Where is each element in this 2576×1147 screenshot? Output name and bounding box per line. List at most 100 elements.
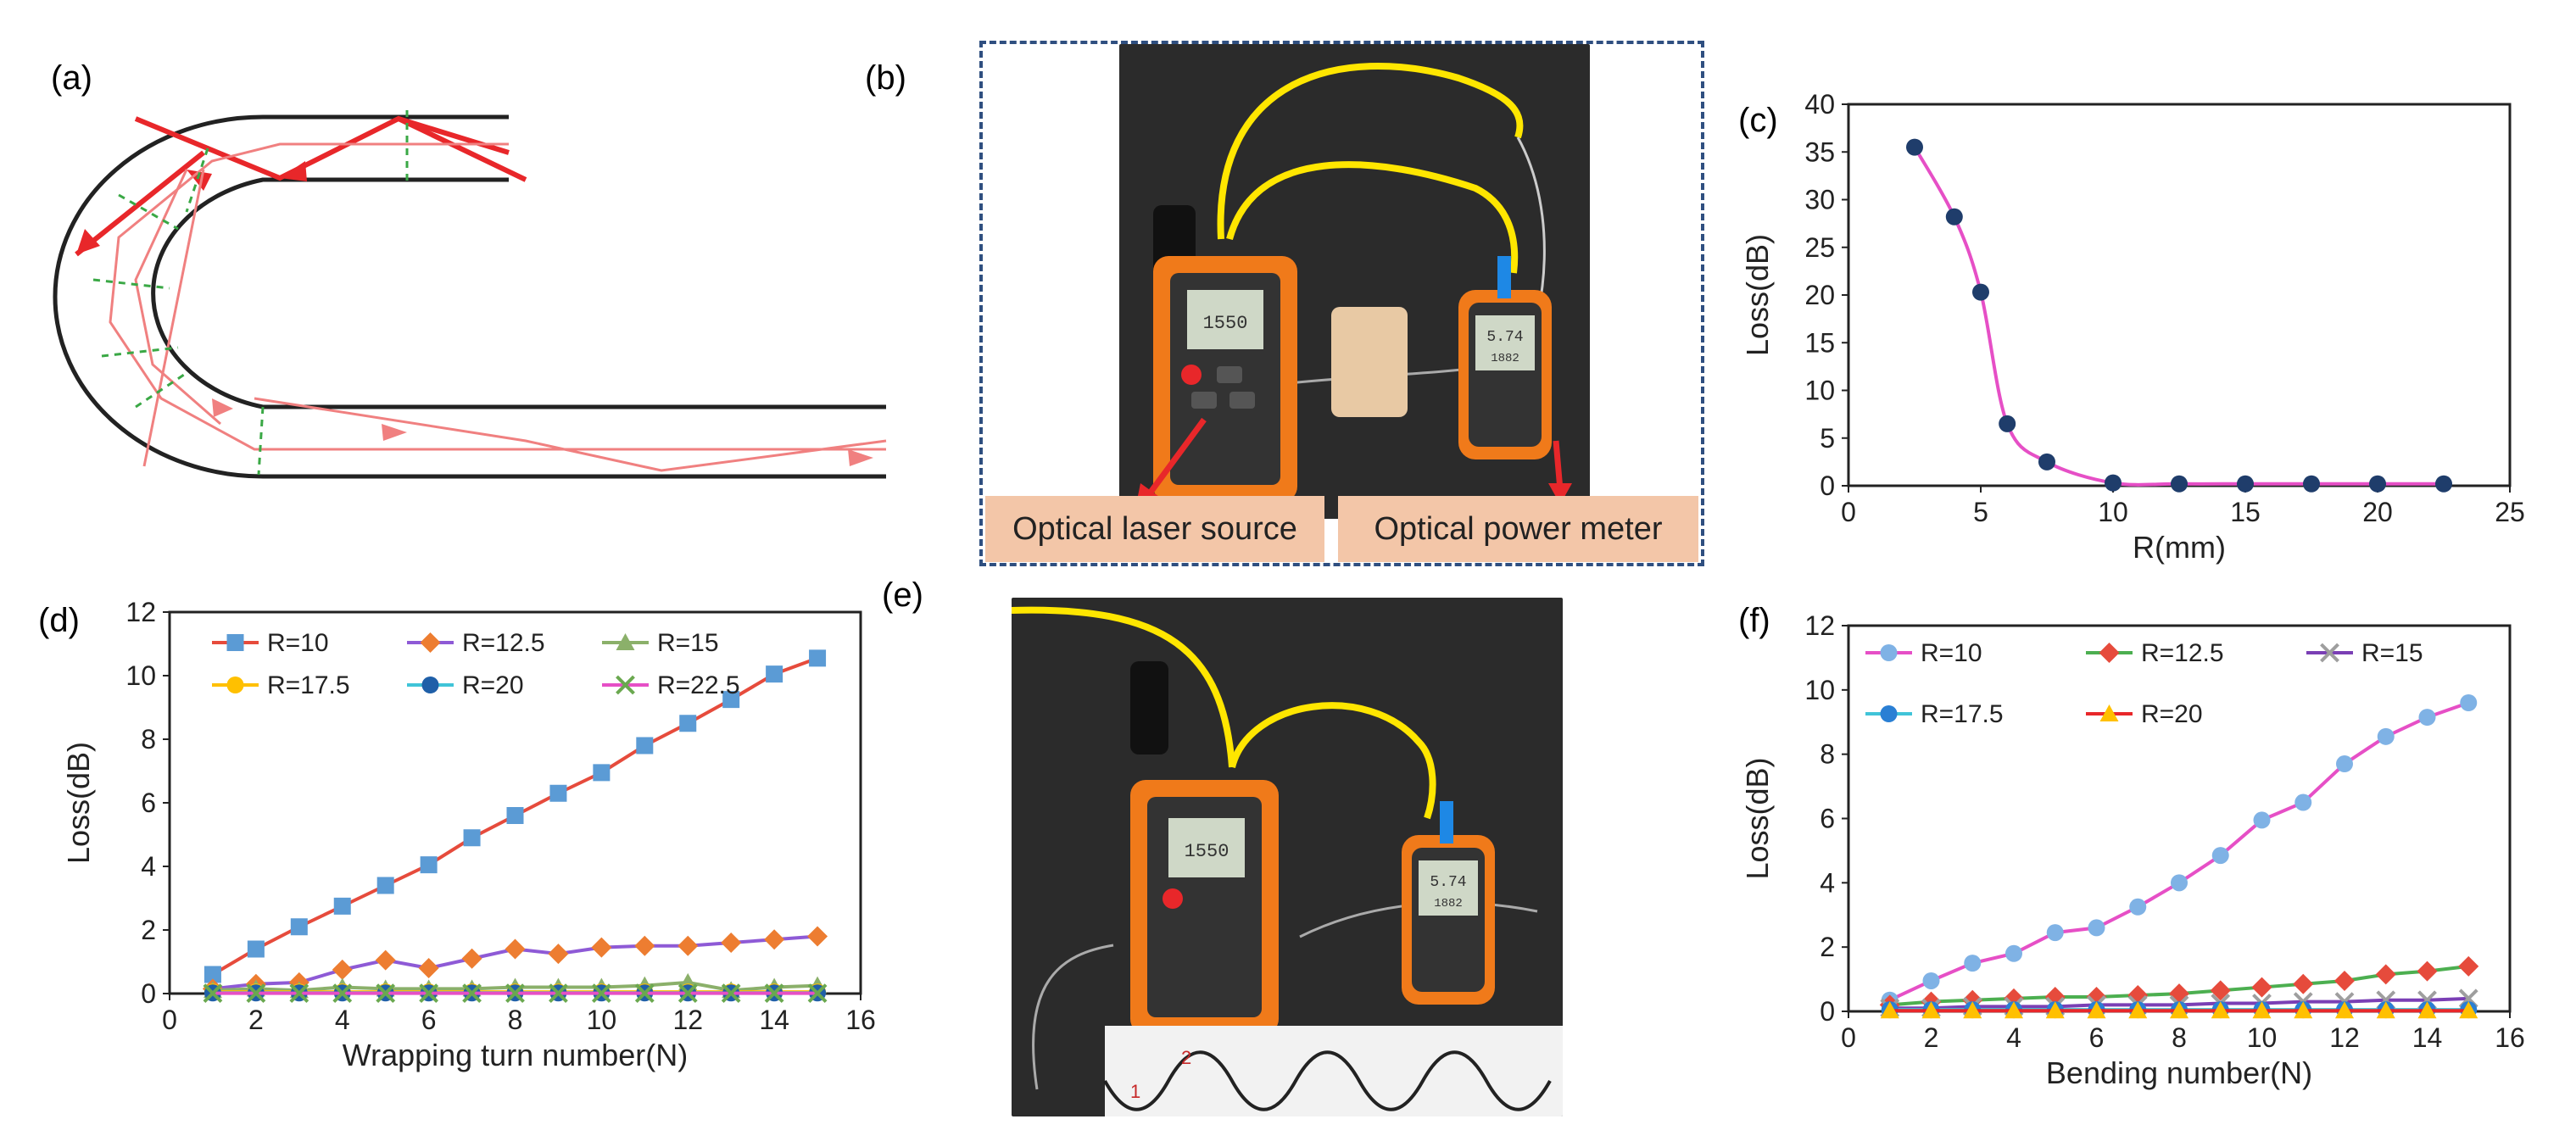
- wavy-fiber: [1103, 1050, 1552, 1111]
- series-R-10: [204, 649, 827, 983]
- x-tick-label: 20: [2362, 497, 2393, 527]
- legend-marker: [226, 677, 244, 693]
- panel-f-label: (f): [1738, 602, 1770, 639]
- x-tick-label: 12: [672, 1005, 703, 1035]
- legend-label: R=15: [2361, 639, 2423, 667]
- y-tick-label: 2: [1820, 932, 1835, 962]
- data-point: [634, 935, 655, 956]
- data-point: [418, 958, 439, 978]
- data-point: [289, 983, 309, 1004]
- laser-btn-red-e: [1163, 888, 1183, 909]
- y-tick-label: 8: [1820, 739, 1835, 770]
- x-tick-label: 14: [2412, 1022, 2443, 1053]
- legend-marker: [1880, 644, 1898, 661]
- data-point: [2294, 793, 2312, 811]
- series-0: [1906, 138, 2452, 493]
- data-point: [2294, 1001, 2313, 1019]
- legend-label: R=10: [267, 629, 329, 657]
- y-tick-label: 6: [1820, 804, 1835, 834]
- y-tick-label: 4: [141, 851, 156, 882]
- data-point: [2211, 847, 2229, 865]
- x-tick-label: 14: [759, 1005, 789, 1035]
- y-tick-label: 15: [1804, 327, 1835, 358]
- data-point: [2038, 453, 2055, 470]
- series-R-22.5: [203, 983, 828, 1004]
- panel-b-frame: [979, 41, 1704, 566]
- laser-btn: [1217, 366, 1242, 383]
- data-point: [2237, 475, 2254, 493]
- data-point: [2046, 924, 2064, 942]
- data-point: [807, 983, 828, 1004]
- data-point: [2105, 474, 2122, 492]
- data-point: [722, 691, 740, 709]
- data-point: [809, 649, 827, 667]
- data-point: [549, 983, 568, 1004]
- data-point: [2004, 1001, 2023, 1019]
- paper-sheet: [1105, 1026, 1563, 1116]
- data-point: [1880, 1001, 1899, 1019]
- legend-label: R=20: [2141, 700, 2203, 728]
- data-point: [2376, 1001, 2395, 1019]
- data-point: [2417, 1001, 2437, 1019]
- laser-screen: [1187, 290, 1263, 349]
- x-tick-label: 15: [2230, 497, 2261, 527]
- x-tick-label: 10: [2247, 1022, 2278, 1053]
- bend-mark-2: 2: [1181, 1047, 1191, 1068]
- y-tick-label: 30: [1804, 185, 1835, 215]
- legend-marker: [226, 634, 244, 651]
- data-point: [463, 829, 481, 847]
- fiber-yellow-2: [1226, 161, 1519, 274]
- y-tick-label: 2: [141, 915, 156, 945]
- legend-marker: [1880, 705, 1898, 722]
- data-point: [1964, 955, 1982, 972]
- data-point: [2435, 475, 2452, 493]
- data-point: [420, 856, 438, 874]
- data-point: [2045, 1001, 2065, 1019]
- x-tick-label: 6: [2089, 1022, 2105, 1053]
- meter-screen-top-e: 5.74: [1430, 874, 1466, 891]
- data-point: [1906, 138, 1923, 156]
- data-point: [2251, 977, 2272, 998]
- data-point: [721, 983, 741, 1004]
- y-tick-label: 10: [1804, 675, 1835, 705]
- panel-a-label: (a): [51, 59, 92, 97]
- y-tick-label: 25: [1804, 232, 1835, 263]
- x-tick-label: 4: [335, 1005, 350, 1035]
- y-tick-label: 20: [1804, 280, 1835, 310]
- power-meter-callout: Optical power meter: [1338, 496, 1698, 562]
- data-point: [376, 877, 394, 894]
- data-point: [634, 983, 655, 1004]
- data-point: [2253, 811, 2271, 829]
- fiber-yellow-e: [1012, 606, 1235, 768]
- x-tick-label: 8: [2172, 1022, 2187, 1053]
- panel-e-photo: 1550 5.74 1882 1 2: [1012, 598, 1563, 1116]
- data-point: [376, 983, 396, 1004]
- legend-label: R=20: [462, 671, 524, 699]
- series-R-20: [1880, 1001, 2478, 1019]
- x-tick-label: 2: [248, 1005, 264, 1035]
- legend-marker: [420, 632, 441, 653]
- data-point: [246, 983, 266, 1004]
- legend-marker: [421, 677, 439, 693]
- x-tick-label: 4: [2006, 1022, 2021, 1053]
- data-point: [764, 983, 784, 1004]
- data-point: [505, 983, 525, 1004]
- data-point: [332, 983, 353, 1004]
- y-axis-title: Loss(dB): [61, 742, 96, 864]
- data-point: [2252, 1001, 2272, 1019]
- x-tick-label: 25: [2495, 497, 2525, 527]
- y-tick-label: 0: [1820, 470, 1835, 501]
- y-tick-label: 12: [125, 597, 156, 627]
- data-point: [591, 937, 612, 958]
- data-point: [2335, 1001, 2354, 1019]
- data-point: [375, 949, 396, 971]
- data-point: [204, 966, 221, 983]
- data-point: [2005, 944, 2022, 962]
- meter-screen-e: [1419, 860, 1478, 916]
- y-tick-label: 10: [1804, 376, 1835, 406]
- data-point: [548, 944, 569, 965]
- legend-label: R=15: [657, 629, 719, 657]
